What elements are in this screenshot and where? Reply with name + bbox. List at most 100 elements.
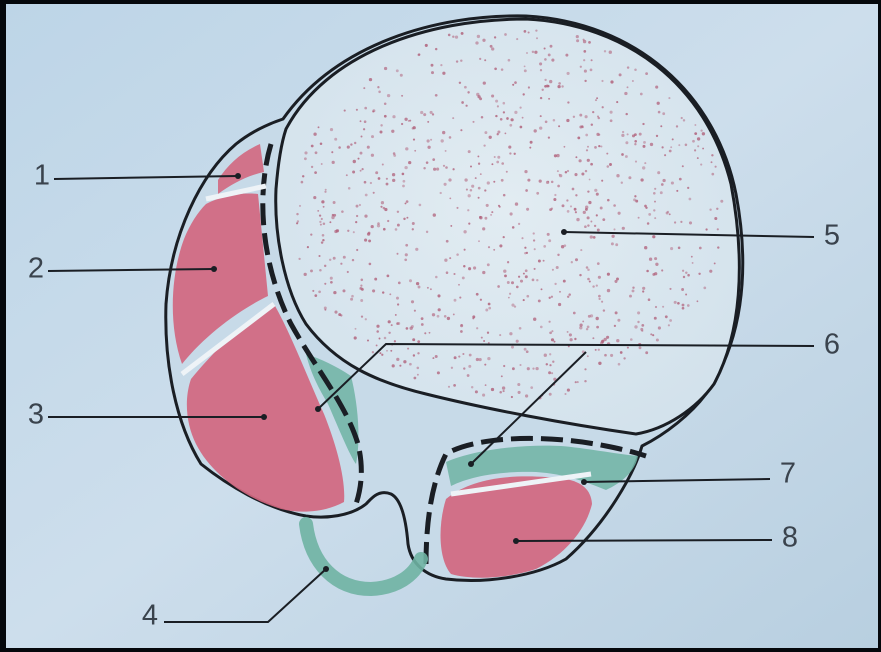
- yolk-dot: [632, 289, 635, 292]
- yolk-dot: [664, 154, 666, 156]
- yolk-dot: [331, 151, 333, 153]
- yolk-dot: [503, 365, 505, 367]
- yolk-dot: [643, 145, 646, 148]
- yolk-dot: [488, 307, 491, 310]
- yolk-dot: [355, 328, 357, 330]
- yolk-dot: [367, 146, 370, 149]
- yolk-dot: [609, 51, 612, 54]
- yolk-dot: [583, 50, 586, 53]
- yolk-dot: [546, 181, 549, 184]
- yolk-dot: [592, 337, 594, 339]
- yolk-dot: [649, 258, 652, 261]
- yolk-dot: [368, 232, 371, 235]
- yolk-dot: [604, 338, 607, 341]
- yolk-dot: [558, 82, 561, 85]
- yolk-dot: [377, 222, 380, 225]
- yolk-dot: [487, 357, 490, 360]
- yolk-dot: [490, 214, 492, 216]
- yolk-dot: [677, 302, 680, 305]
- yolk-dot: [382, 291, 384, 293]
- yolk-dot: [539, 62, 542, 65]
- yolk-dot: [549, 80, 552, 83]
- yolk-dot: [383, 207, 386, 210]
- yolk-dot: [374, 278, 377, 281]
- yolk-dot: [425, 44, 428, 47]
- yolk-dot: [417, 374, 419, 376]
- yolk-dot: [453, 384, 456, 387]
- yolk-dot: [324, 265, 326, 267]
- yolk-dot: [526, 295, 529, 298]
- yolk-dot: [534, 129, 537, 132]
- yolk-dot: [584, 225, 587, 228]
- yolk-dot: [427, 287, 429, 289]
- yolk-dot: [497, 131, 500, 134]
- yolk-dot: [484, 131, 487, 134]
- yolk-dot: [629, 295, 632, 298]
- yolk-dot: [540, 69, 542, 71]
- yolk-dot: [392, 115, 395, 118]
- yolk-dot: [538, 260, 541, 263]
- yolk-dot: [351, 295, 354, 298]
- yolk-dot: [598, 362, 601, 365]
- yolk-dot: [601, 301, 603, 303]
- yolk-dot: [355, 221, 357, 223]
- yolk-dot: [565, 54, 568, 57]
- yolk-dot: [353, 160, 356, 163]
- yolk-dot: [361, 168, 363, 170]
- yolk-dot: [485, 309, 488, 312]
- yolk-dot: [364, 239, 367, 242]
- yolk-dot: [575, 211, 577, 213]
- yolk-dot: [504, 274, 507, 277]
- yolk-dot: [509, 332, 512, 335]
- yolk-dot: [683, 119, 685, 121]
- yolk-dot: [697, 137, 700, 140]
- yolk-dot: [307, 246, 309, 248]
- yolk-dot: [583, 59, 585, 61]
- yolk-dot: [551, 59, 554, 62]
- yolk-dot: [354, 336, 357, 339]
- yolk-dot: [637, 321, 639, 323]
- leader-8: [516, 540, 772, 541]
- yolk-dot: [621, 182, 623, 184]
- yolk-dot: [369, 78, 372, 81]
- yolk-dot: [681, 117, 683, 119]
- yolk-dot: [325, 189, 327, 191]
- yolk-dot: [606, 153, 608, 155]
- yolk-dot: [497, 105, 499, 107]
- yolk-dot: [633, 198, 636, 201]
- yolk-dot: [488, 246, 490, 248]
- yolk-dot: [544, 58, 547, 61]
- yolk-dot: [589, 280, 591, 282]
- yolk-dot: [430, 288, 432, 290]
- yolk-dot: [405, 147, 408, 150]
- yolk-dot: [580, 249, 582, 251]
- yolk-dot: [448, 178, 451, 181]
- yolk-dot: [442, 72, 445, 75]
- yolk-dot: [602, 106, 604, 108]
- yolk-dot: [618, 363, 621, 366]
- yolk-dot: [509, 293, 511, 295]
- yolk-dot: [315, 151, 318, 154]
- yolk-dot: [408, 161, 411, 164]
- yolk-dot: [400, 74, 403, 77]
- yolk-dot: [459, 297, 461, 299]
- yolk-dot: [584, 380, 586, 382]
- yolk-dot: [503, 390, 505, 392]
- yolk-dot: [409, 363, 412, 366]
- yolk-dot: [397, 322, 400, 325]
- yolk-dot: [662, 112, 665, 115]
- yolk-dot: [699, 247, 702, 250]
- yolk-dot: [579, 159, 582, 162]
- yolk-dot: [475, 390, 478, 393]
- yolk-dot: [567, 72, 570, 75]
- yolk-dot: [466, 189, 468, 191]
- yolk-dot: [479, 58, 481, 60]
- yolk-dot: [467, 209, 469, 211]
- yolk-dot: [558, 125, 560, 127]
- yolk-dot: [480, 173, 482, 175]
- yolk-dot: [441, 139, 444, 142]
- yolk-dot: [580, 66, 582, 68]
- yolk-dot: [480, 299, 482, 301]
- yolk-dot: [607, 165, 610, 168]
- yolk-dot: [703, 287, 706, 290]
